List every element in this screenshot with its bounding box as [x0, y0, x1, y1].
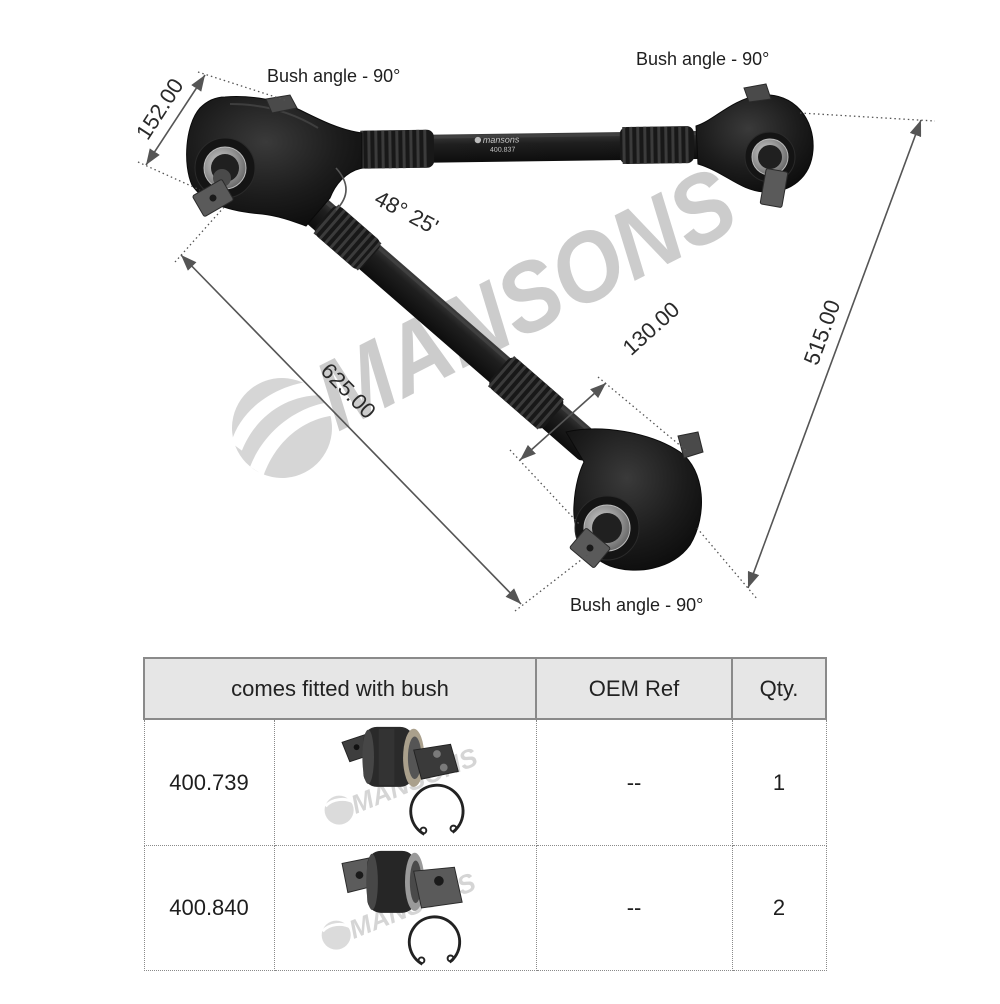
rod-part-number: 400.837 [490, 147, 516, 154]
table-row: 400.739 MANSONS [143, 718, 827, 846]
rod-logo-icon [474, 136, 482, 144]
apex-housing [186, 94, 363, 227]
pin-stub [265, 94, 298, 114]
apex-bush [192, 137, 256, 217]
angle-label: 48° 25' [371, 185, 443, 239]
bottom-bush [569, 495, 640, 568]
right-bush [744, 131, 796, 208]
pin-stub [743, 83, 772, 103]
qty-value: 1 [731, 718, 827, 846]
pin-stub [677, 431, 704, 459]
torque-rod-drawing: MANSONS mansons 400.837 [131, 49, 936, 615]
bush-part-number: 400.739 [143, 718, 275, 846]
table-header-row: comes fitted with bush OEM Ref Qty. [142, 657, 828, 720]
bush-angle-label-top-right: Bush angle - 90° [636, 49, 769, 69]
header-qty: Qty. [731, 657, 828, 720]
header-fitted-bush: comes fitted with bush [142, 657, 538, 720]
dimension-overall-span: 515.00 [696, 112, 936, 601]
table-row: 400.840 MANSONS [143, 845, 827, 971]
bush-image: MANSONS [324, 726, 482, 836]
bush-image: MANSONS [321, 850, 480, 966]
oem-ref-value: -- [535, 718, 733, 846]
dimension-label: 515.00 [799, 297, 846, 369]
parts-table: comes fitted with bush OEM Ref Qty. 400.… [142, 657, 828, 971]
oem-ref-value: -- [535, 845, 733, 971]
upper-arm: mansons 400.837 [339, 126, 713, 169]
bottom-housing [565, 428, 704, 571]
bush-image-cell: MANSONS [273, 845, 537, 971]
header-oem-ref: OEM Ref [535, 657, 734, 720]
bush-angle-label-top-left: Bush angle - 90° [267, 66, 400, 86]
bush-part-number: 400.840 [143, 845, 275, 971]
dimension-label: 152.00 [131, 74, 189, 144]
qty-value: 2 [731, 845, 827, 971]
bush-angle-label-bottom: Bush angle - 90° [570, 595, 703, 615]
bush-image-cell: MANSONS [273, 718, 537, 846]
rod-brand-marking: mansons [483, 134, 520, 145]
